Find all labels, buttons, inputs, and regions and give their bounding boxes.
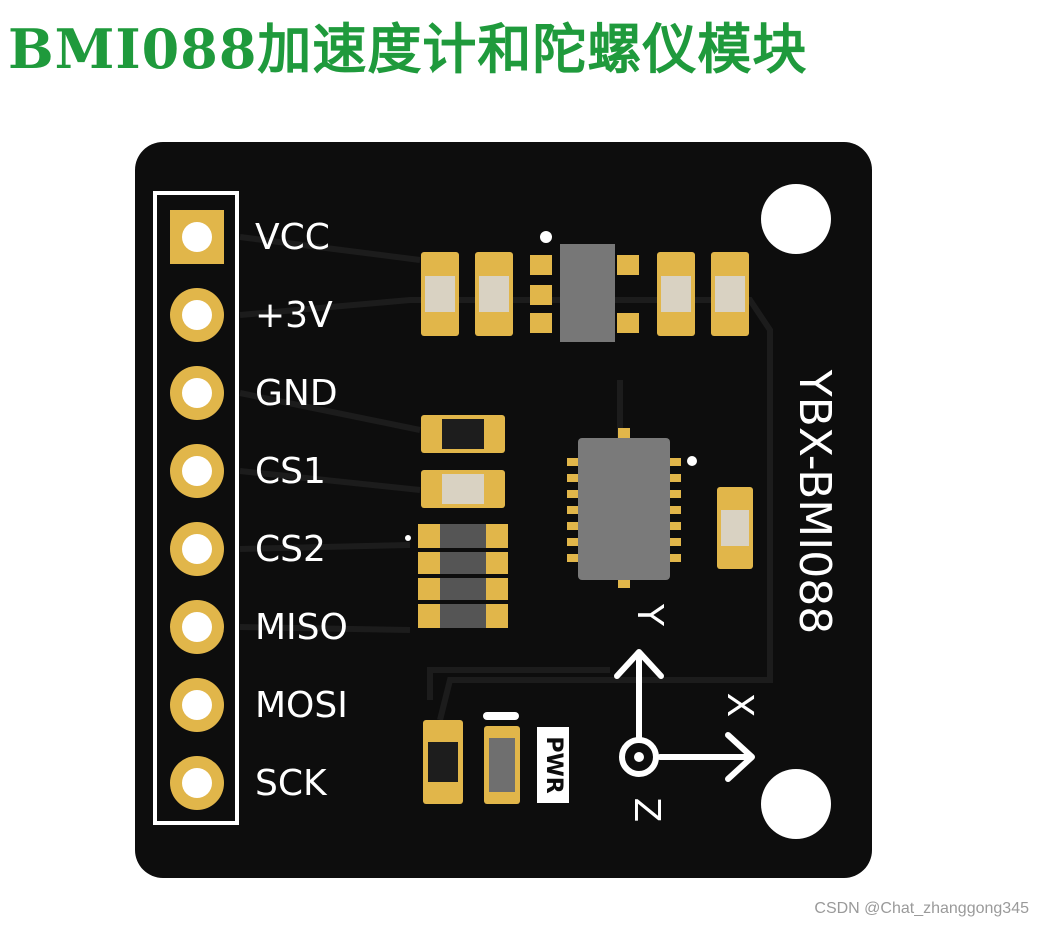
mounting-hole-top <box>761 184 831 254</box>
pin-pads <box>170 210 224 810</box>
chip-pin <box>567 522 581 530</box>
pin-hole <box>182 456 212 486</box>
pin-label: MOSI <box>255 685 348 726</box>
pin-hole <box>182 534 212 564</box>
pin-label: CS2 <box>255 529 326 570</box>
watermark: CSDN @Chat_zhanggong345 <box>814 900 1029 917</box>
capacitor-c6 <box>717 487 753 569</box>
z-axis-dot <box>634 752 644 762</box>
middle-passives <box>405 415 508 628</box>
chip-pin <box>667 506 681 514</box>
resistor-array <box>405 524 508 628</box>
chip-pin <box>567 506 581 514</box>
chip-pin <box>567 490 581 498</box>
capacitor-c2 <box>475 252 513 336</box>
pin-hole <box>182 378 212 408</box>
pin-hole <box>182 612 212 642</box>
chip-pin <box>567 474 581 482</box>
z-axis-circle <box>619 737 659 777</box>
capacitor-c4 <box>711 252 749 336</box>
pwr-label: PWR <box>541 736 566 793</box>
chip-pin <box>667 474 681 482</box>
pin-hole <box>182 768 212 798</box>
mounting-hole-bottom <box>761 769 831 839</box>
chip-pin <box>667 554 681 562</box>
resistor-r1 <box>421 415 505 453</box>
capacitor-c1 <box>421 252 459 336</box>
chip-pin <box>667 522 681 530</box>
chip-pin <box>567 554 581 562</box>
pin-label: VCC <box>255 217 330 258</box>
chip-pin <box>667 538 681 546</box>
pwr-label-box <box>537 727 569 803</box>
led-resistor <box>423 720 463 804</box>
chip-pin <box>567 538 581 546</box>
pin-label: CS1 <box>255 451 326 492</box>
chip-pin <box>667 458 681 466</box>
capacitor-c5 <box>421 470 505 508</box>
bmi088-sensor-chip <box>567 428 697 588</box>
axis-indicator <box>614 649 755 782</box>
regulator-chip <box>530 231 639 342</box>
capacitor-c3 <box>657 252 695 336</box>
chip-pin <box>667 490 681 498</box>
axis-label-x: X <box>719 693 760 718</box>
pin-hole <box>182 300 212 330</box>
pin-label: +3V <box>255 295 333 336</box>
pin-hole <box>182 690 212 720</box>
model-label: YBX-BMI088 <box>789 369 840 634</box>
axis-label-y: Y <box>629 603 670 627</box>
pin-header-outline <box>153 191 239 825</box>
pin-label: MISO <box>255 607 348 648</box>
pin-label: GND <box>255 373 338 414</box>
axis-label-z: Z <box>626 798 667 823</box>
top-passives <box>421 231 749 342</box>
pin-label: SCK <box>255 763 328 804</box>
page-title: BMI088加速度计和陀螺仪模块 <box>8 17 808 81</box>
pin-hole <box>182 222 212 252</box>
power-led <box>483 712 520 804</box>
chip-pin <box>567 458 581 466</box>
